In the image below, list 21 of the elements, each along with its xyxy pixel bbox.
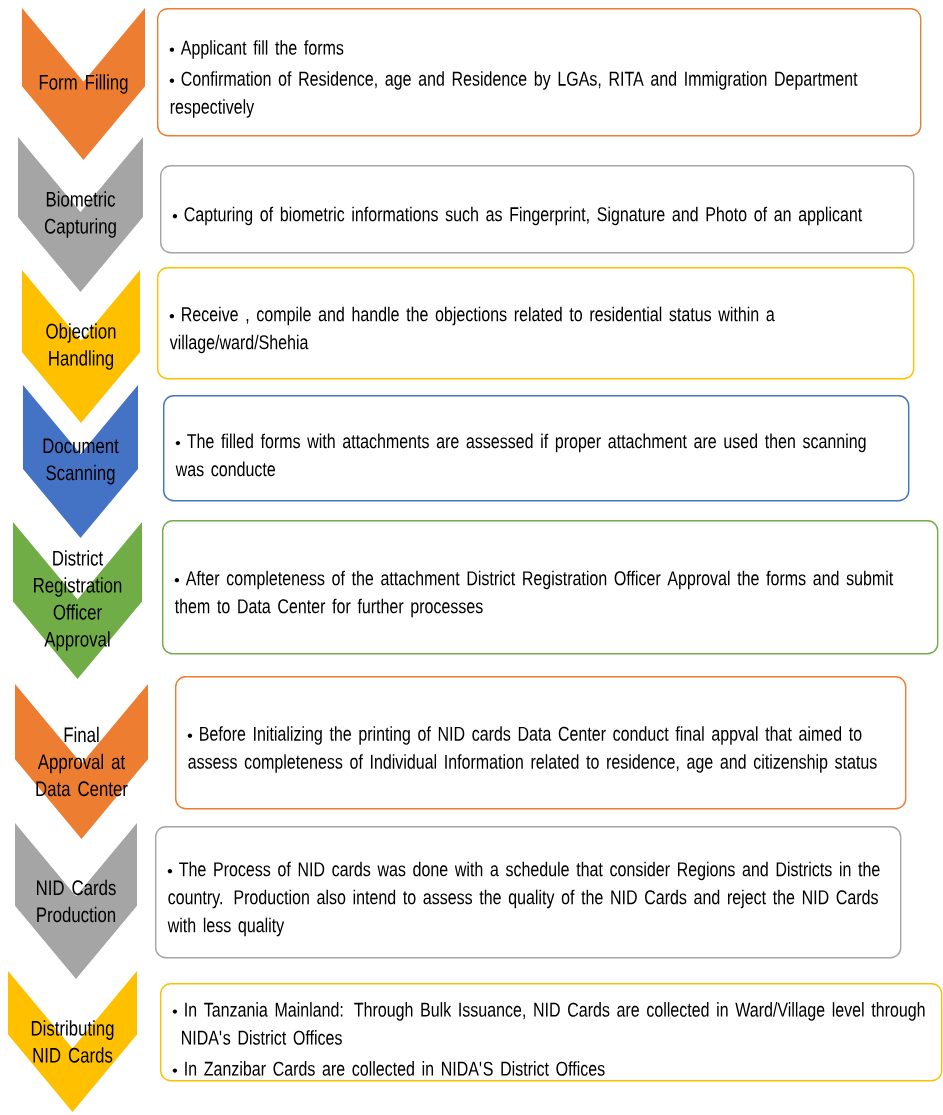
bullet-item: Confirmation of Residence, age and Residence by LGAs, RITA and Immigration Department respectively [169,71,858,118]
bullet-item: Before Initializing the printing of NID cards Data Center conduct final appval that aimed to assess completeness of Individual Information related to residence, age and citizenship status [187,726,877,773]
text-box [155,826,902,959]
process-step: Biometric Capturing [18,137,143,292]
text-box [160,983,943,1082]
text-box [157,267,915,380]
process-step: NID Cards Production [15,823,137,979]
bullet-item: After completeness of the attachment District Registration Officer Approval the forms and submit them to Data Center for further processes [174,570,894,618]
bullet-item: The Process of NID cards was done with a schedule that consider Regions and Districts in the country. Production also intend to assess the quality of the NID Cards and reject the NID Cards with less quality [167,861,880,937]
bullet-item: Capturing of biometric informations such as Fingerprint, Signature and Photo of an applicant [172,206,863,226]
bullet-item: The filled forms with attachments are assessed if proper attachment are used then scanning was conducte [175,433,866,477]
text-box [162,520,939,655]
process-step: Form Filling [22,8,145,160]
text-box [157,8,922,137]
bullet-item: Receive , compile and handle the objections related to residential status within a village/ward/Shehia [169,306,775,354]
text-box [160,165,915,254]
bullet-item: In Zanzibar Cards are collected in NIDA'S District Offices [172,1061,605,1076]
bullet-item: In Tanzania Mainland: Through Bulk Issuance, NID Cards are collected in Ward/Village level through NIDA's District Offices [172,1002,925,1045]
bullet-item: Applicant fill the forms [169,40,344,59]
text-box [163,395,910,502]
text-box [175,676,907,810]
